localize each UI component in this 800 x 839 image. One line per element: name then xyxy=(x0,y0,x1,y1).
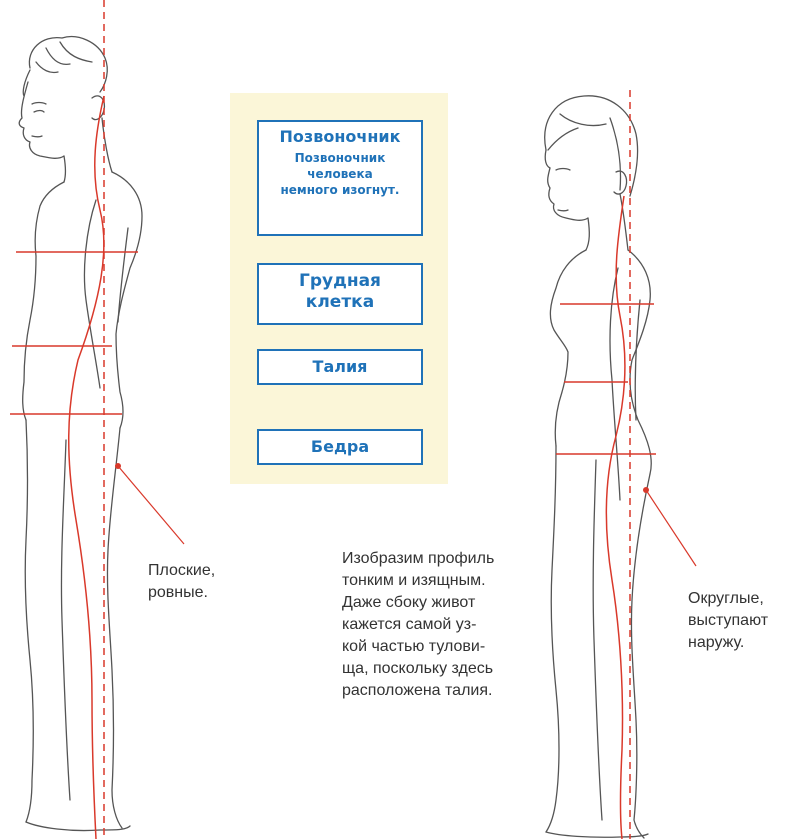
male-mouth xyxy=(32,136,42,137)
hips-title: Бедра xyxy=(259,436,421,457)
chest-box: Грудная клетка xyxy=(257,263,423,325)
male-neck xyxy=(64,118,112,182)
male-eye xyxy=(34,111,44,113)
male-guides xyxy=(10,0,184,839)
hips-box: Бедра xyxy=(257,429,423,465)
waist-title: Талия xyxy=(259,356,421,377)
female-spine-curve xyxy=(606,196,625,839)
male-face-profile xyxy=(19,82,64,158)
male-leg-front xyxy=(25,420,33,822)
female-hair-strands xyxy=(548,114,621,190)
female-neck xyxy=(586,194,628,250)
male-hair-strands xyxy=(36,42,92,73)
male-leg-middle xyxy=(61,440,70,800)
female-leg-back xyxy=(631,474,650,838)
female-figure xyxy=(545,96,652,838)
male-torso-back xyxy=(112,172,142,428)
female-torso-back xyxy=(628,250,651,474)
male-hair-front xyxy=(23,70,30,96)
spine-box: Позвоночник Позвоночник человека немного… xyxy=(257,120,423,236)
legend-panel: Позвоночник Позвоночник человека немного… xyxy=(230,93,448,484)
female-face-profile xyxy=(548,168,588,220)
male-eyebrow xyxy=(32,103,46,105)
female-torso-front xyxy=(550,250,586,446)
female-eye xyxy=(556,169,570,171)
female-buttocks-pointer xyxy=(646,490,696,566)
spine-title: Позвоночник xyxy=(259,126,421,147)
male-spine-curve xyxy=(69,96,104,839)
female-guides xyxy=(556,90,696,839)
waist-box: Талия xyxy=(257,349,423,385)
spine-description: Позвоночник человека немного изогнут. xyxy=(259,150,421,198)
chest-title: Грудная клетка xyxy=(259,271,421,313)
female-hair-outline xyxy=(545,96,638,196)
male-buttocks-dot xyxy=(115,463,121,469)
female-buttocks-caption: Округлые, выступают наружу. xyxy=(688,588,768,654)
male-buttocks-pointer xyxy=(118,466,184,544)
female-buttocks-dot xyxy=(643,487,649,493)
female-leg-middle xyxy=(593,460,602,820)
male-arm xyxy=(84,200,128,388)
male-buttocks-caption: Плоские, ровные. xyxy=(148,560,215,604)
male-leg-back xyxy=(107,428,122,828)
description-caption: Изобразим профиль тонким и изящным. Даже… xyxy=(342,548,494,702)
female-bangs xyxy=(545,150,550,168)
male-torso-front xyxy=(23,182,64,420)
female-leg-front xyxy=(546,446,559,832)
male-feet xyxy=(26,822,130,831)
female-mouth xyxy=(558,210,568,211)
female-feet xyxy=(546,832,648,837)
male-figure xyxy=(19,37,142,831)
